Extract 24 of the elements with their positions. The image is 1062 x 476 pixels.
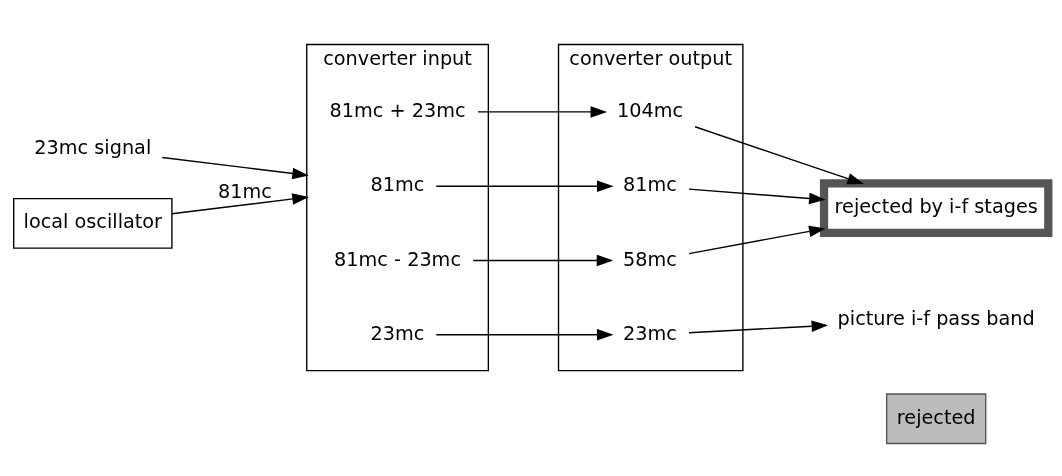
node-text: 104mc <box>616 98 684 122</box>
node-text: picture i-f pass band <box>837 306 1035 330</box>
node-box: rejected <box>885 392 987 444</box>
arrow <box>688 319 829 333</box>
node-text: 81mc - 23mc <box>334 247 461 271</box>
arrow <box>477 105 608 118</box>
node-text: 58mc <box>623 247 677 271</box>
arrow <box>435 179 614 192</box>
arrow <box>435 328 614 341</box>
arrow <box>688 187 826 204</box>
arrow <box>171 192 309 214</box>
arrow <box>688 225 826 254</box>
arrow <box>161 156 309 179</box>
node-text: 81mc <box>370 172 425 196</box>
arrow <box>694 125 864 184</box>
node-box: rejected by i-f stages <box>819 178 1053 237</box>
node-text: 81mc + 23mc <box>329 98 466 122</box>
node-box: local oscillator <box>13 197 173 249</box>
edge-label: 81mc <box>217 179 272 202</box>
node-text: 23mc <box>623 321 677 345</box>
node-text: 23mc <box>370 321 425 345</box>
arrow <box>472 254 614 266</box>
node-text: 81mc <box>623 172 677 196</box>
node-text: 23mc signal <box>34 135 152 159</box>
